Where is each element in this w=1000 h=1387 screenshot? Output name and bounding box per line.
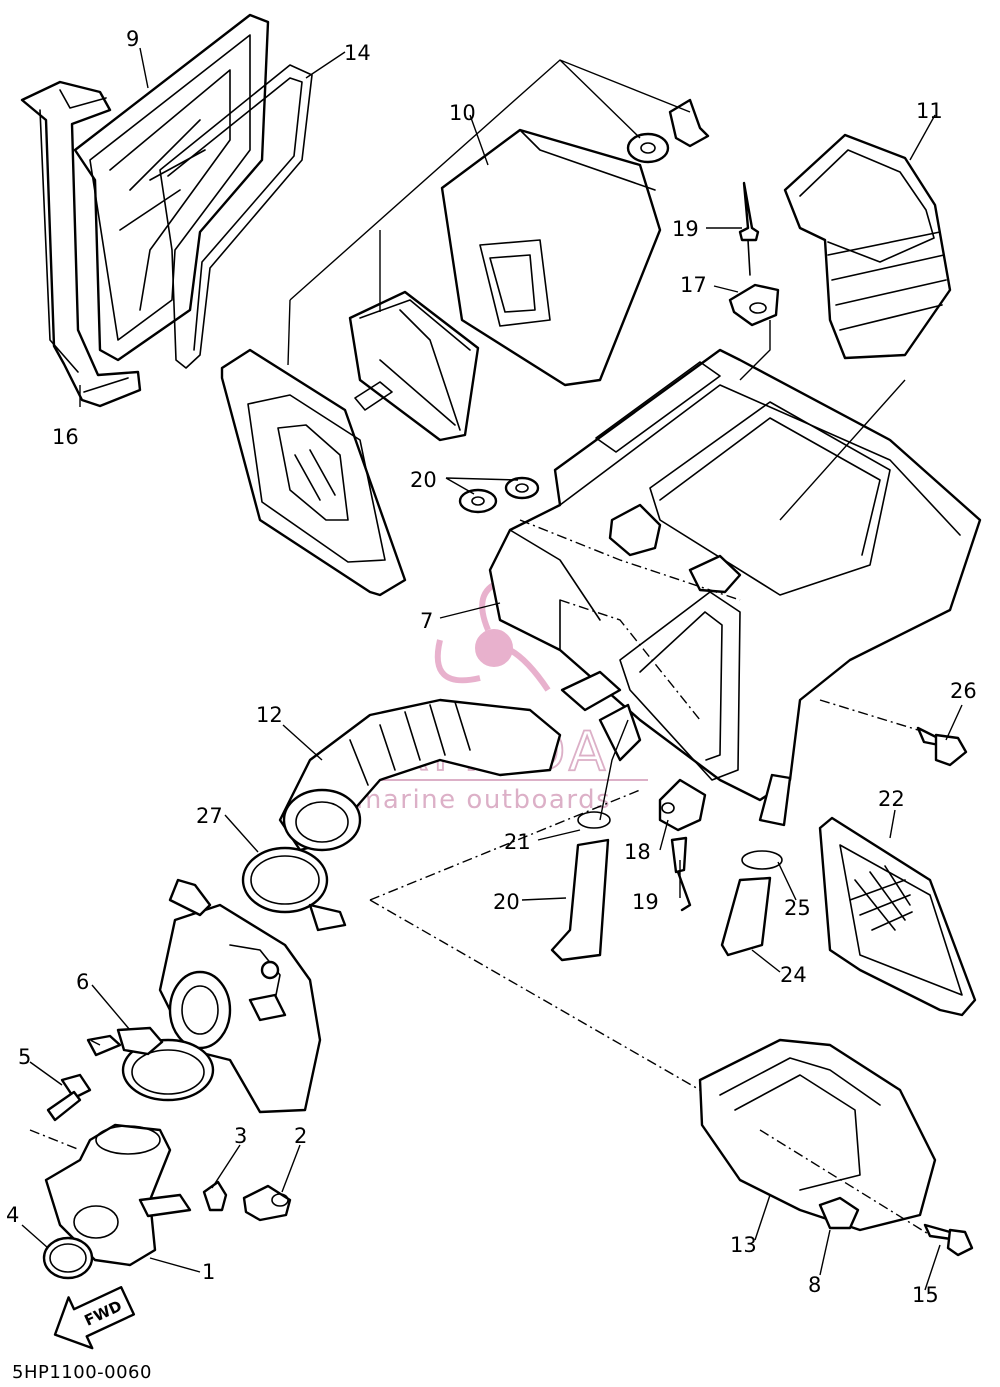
- part-26-bolt: [916, 726, 968, 767]
- part-23-screen: [818, 816, 977, 1017]
- callout-2: 2: [294, 1124, 307, 1148]
- part-20-grommets: [458, 476, 540, 514]
- part-12-joint-hose: [278, 698, 562, 852]
- part-7-air-box: [488, 348, 982, 827]
- callout-21: 20: [493, 890, 520, 914]
- callout-6: 6: [76, 970, 89, 994]
- part-22-band: [577, 811, 611, 829]
- callout-19-top: 19: [672, 217, 699, 241]
- part-6-clamp: [86, 1026, 215, 1102]
- callout-23: 22: [878, 787, 905, 811]
- callout-17: 17: [680, 273, 707, 297]
- diagram-code: 5HP1100-0060: [12, 1362, 152, 1383]
- callout-19-bottom: 19: [632, 890, 659, 914]
- callout-11: 11: [916, 99, 943, 123]
- part-3-clip: [202, 1180, 228, 1212]
- part-13-cover: [698, 1038, 937, 1232]
- leader-lines: [21, 47, 941, 1291]
- part-27-clamp: [241, 846, 347, 932]
- callout-22: 21: [504, 830, 531, 854]
- callout-16: 16: [52, 425, 79, 449]
- part-25-band: [741, 850, 783, 870]
- callout-1: 1: [202, 1260, 215, 1284]
- part-1-intake-manifold: [44, 1123, 192, 1267]
- callout-13: 13: [730, 1233, 757, 1257]
- carburetor: [158, 878, 322, 1114]
- part-4-o-ring: [42, 1236, 94, 1280]
- part-11-intake-duct: [783, 133, 952, 360]
- part-15-screw: [923, 1223, 974, 1257]
- part-2-cap: [242, 1184, 292, 1222]
- assembly-line-lower: [369, 789, 931, 1236]
- part-5-screw: [46, 1073, 92, 1122]
- callout-labels: 9 14 10 11 19 17 20 16 7 26 12 27 22 21 …: [6, 27, 977, 1307]
- callout-27: 27: [196, 804, 223, 828]
- part-9-frame: [73, 13, 270, 362]
- part-24-drain-hose: [720, 876, 772, 957]
- part-16-side-cover: [20, 80, 142, 408]
- callout-4: 4: [6, 1203, 19, 1227]
- part-17-clip: [728, 283, 780, 327]
- callout-7: 7: [420, 609, 433, 633]
- callout-5: 5: [18, 1045, 31, 1069]
- part-14-gasket: [159, 64, 313, 369]
- part-19-rivet-top: [738, 181, 760, 276]
- callout-26: 26: [950, 679, 977, 703]
- callout-12: 12: [256, 703, 283, 727]
- callout-3: 3: [234, 1124, 247, 1148]
- callout-25: 25: [784, 896, 811, 920]
- watermark-tagline: marine outboards: [356, 785, 611, 815]
- part-21-drain-hose: [550, 838, 610, 962]
- callout-10: 10: [449, 101, 476, 125]
- part-19-rivet-bottom: [670, 836, 692, 912]
- callout-8: 8: [808, 1273, 821, 1297]
- callout-9: 9: [126, 27, 139, 51]
- part-18-bracket: [658, 778, 707, 832]
- grommet-top: [626, 98, 710, 164]
- callout-20: 20: [410, 468, 437, 492]
- callout-24: 24: [780, 963, 807, 987]
- part-10-filter-element: [220, 128, 662, 597]
- fwd-arrow-icon: FWD: [53, 1286, 136, 1350]
- callout-18: 18: [624, 840, 651, 864]
- callout-14: 14: [344, 41, 371, 65]
- mesh-icon: [849, 865, 913, 931]
- callout-15: 15: [912, 1283, 939, 1307]
